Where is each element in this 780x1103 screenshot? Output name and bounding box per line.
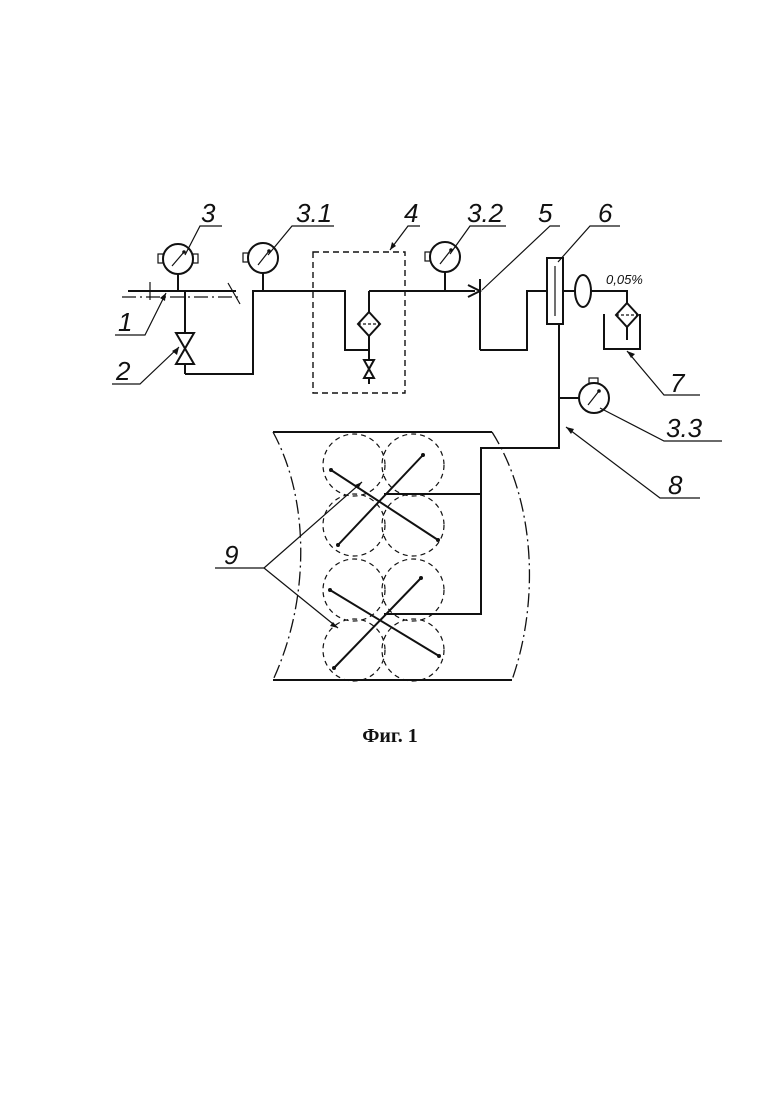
label-7: 7 [670, 368, 686, 398]
figure-caption: Фиг. 1 [362, 725, 418, 747]
drain-valve-icon [364, 360, 374, 384]
mixer-icon [547, 258, 627, 324]
pressure-gauge-icon [559, 378, 609, 413]
main-pipe [122, 282, 240, 304]
pipe-segment [480, 291, 547, 350]
label-3-2: 3.2 [467, 198, 504, 228]
valve-icon [176, 291, 194, 374]
label-2: 2 [115, 356, 131, 386]
label-8: 8 [668, 470, 683, 500]
label-3: 3 [201, 198, 216, 228]
field-area [273, 432, 529, 680]
label-4: 4 [404, 198, 418, 228]
label-6: 6 [598, 198, 613, 228]
label-3-3: 3.3 [666, 413, 703, 443]
pipe-segment [185, 291, 369, 374]
label-1: 1 [118, 307, 132, 337]
concentration-label: 0,05% [606, 272, 643, 287]
check-valve-icon [468, 279, 480, 350]
label-3-1: 3.1 [296, 198, 332, 228]
concentrate-tank [604, 303, 640, 349]
pressure-gauge-icon [425, 242, 460, 291]
label-5: 5 [538, 198, 553, 228]
sprinkler-icon [323, 559, 444, 681]
pressure-gauge-icon [158, 244, 198, 291]
label-9: 9 [224, 540, 238, 570]
